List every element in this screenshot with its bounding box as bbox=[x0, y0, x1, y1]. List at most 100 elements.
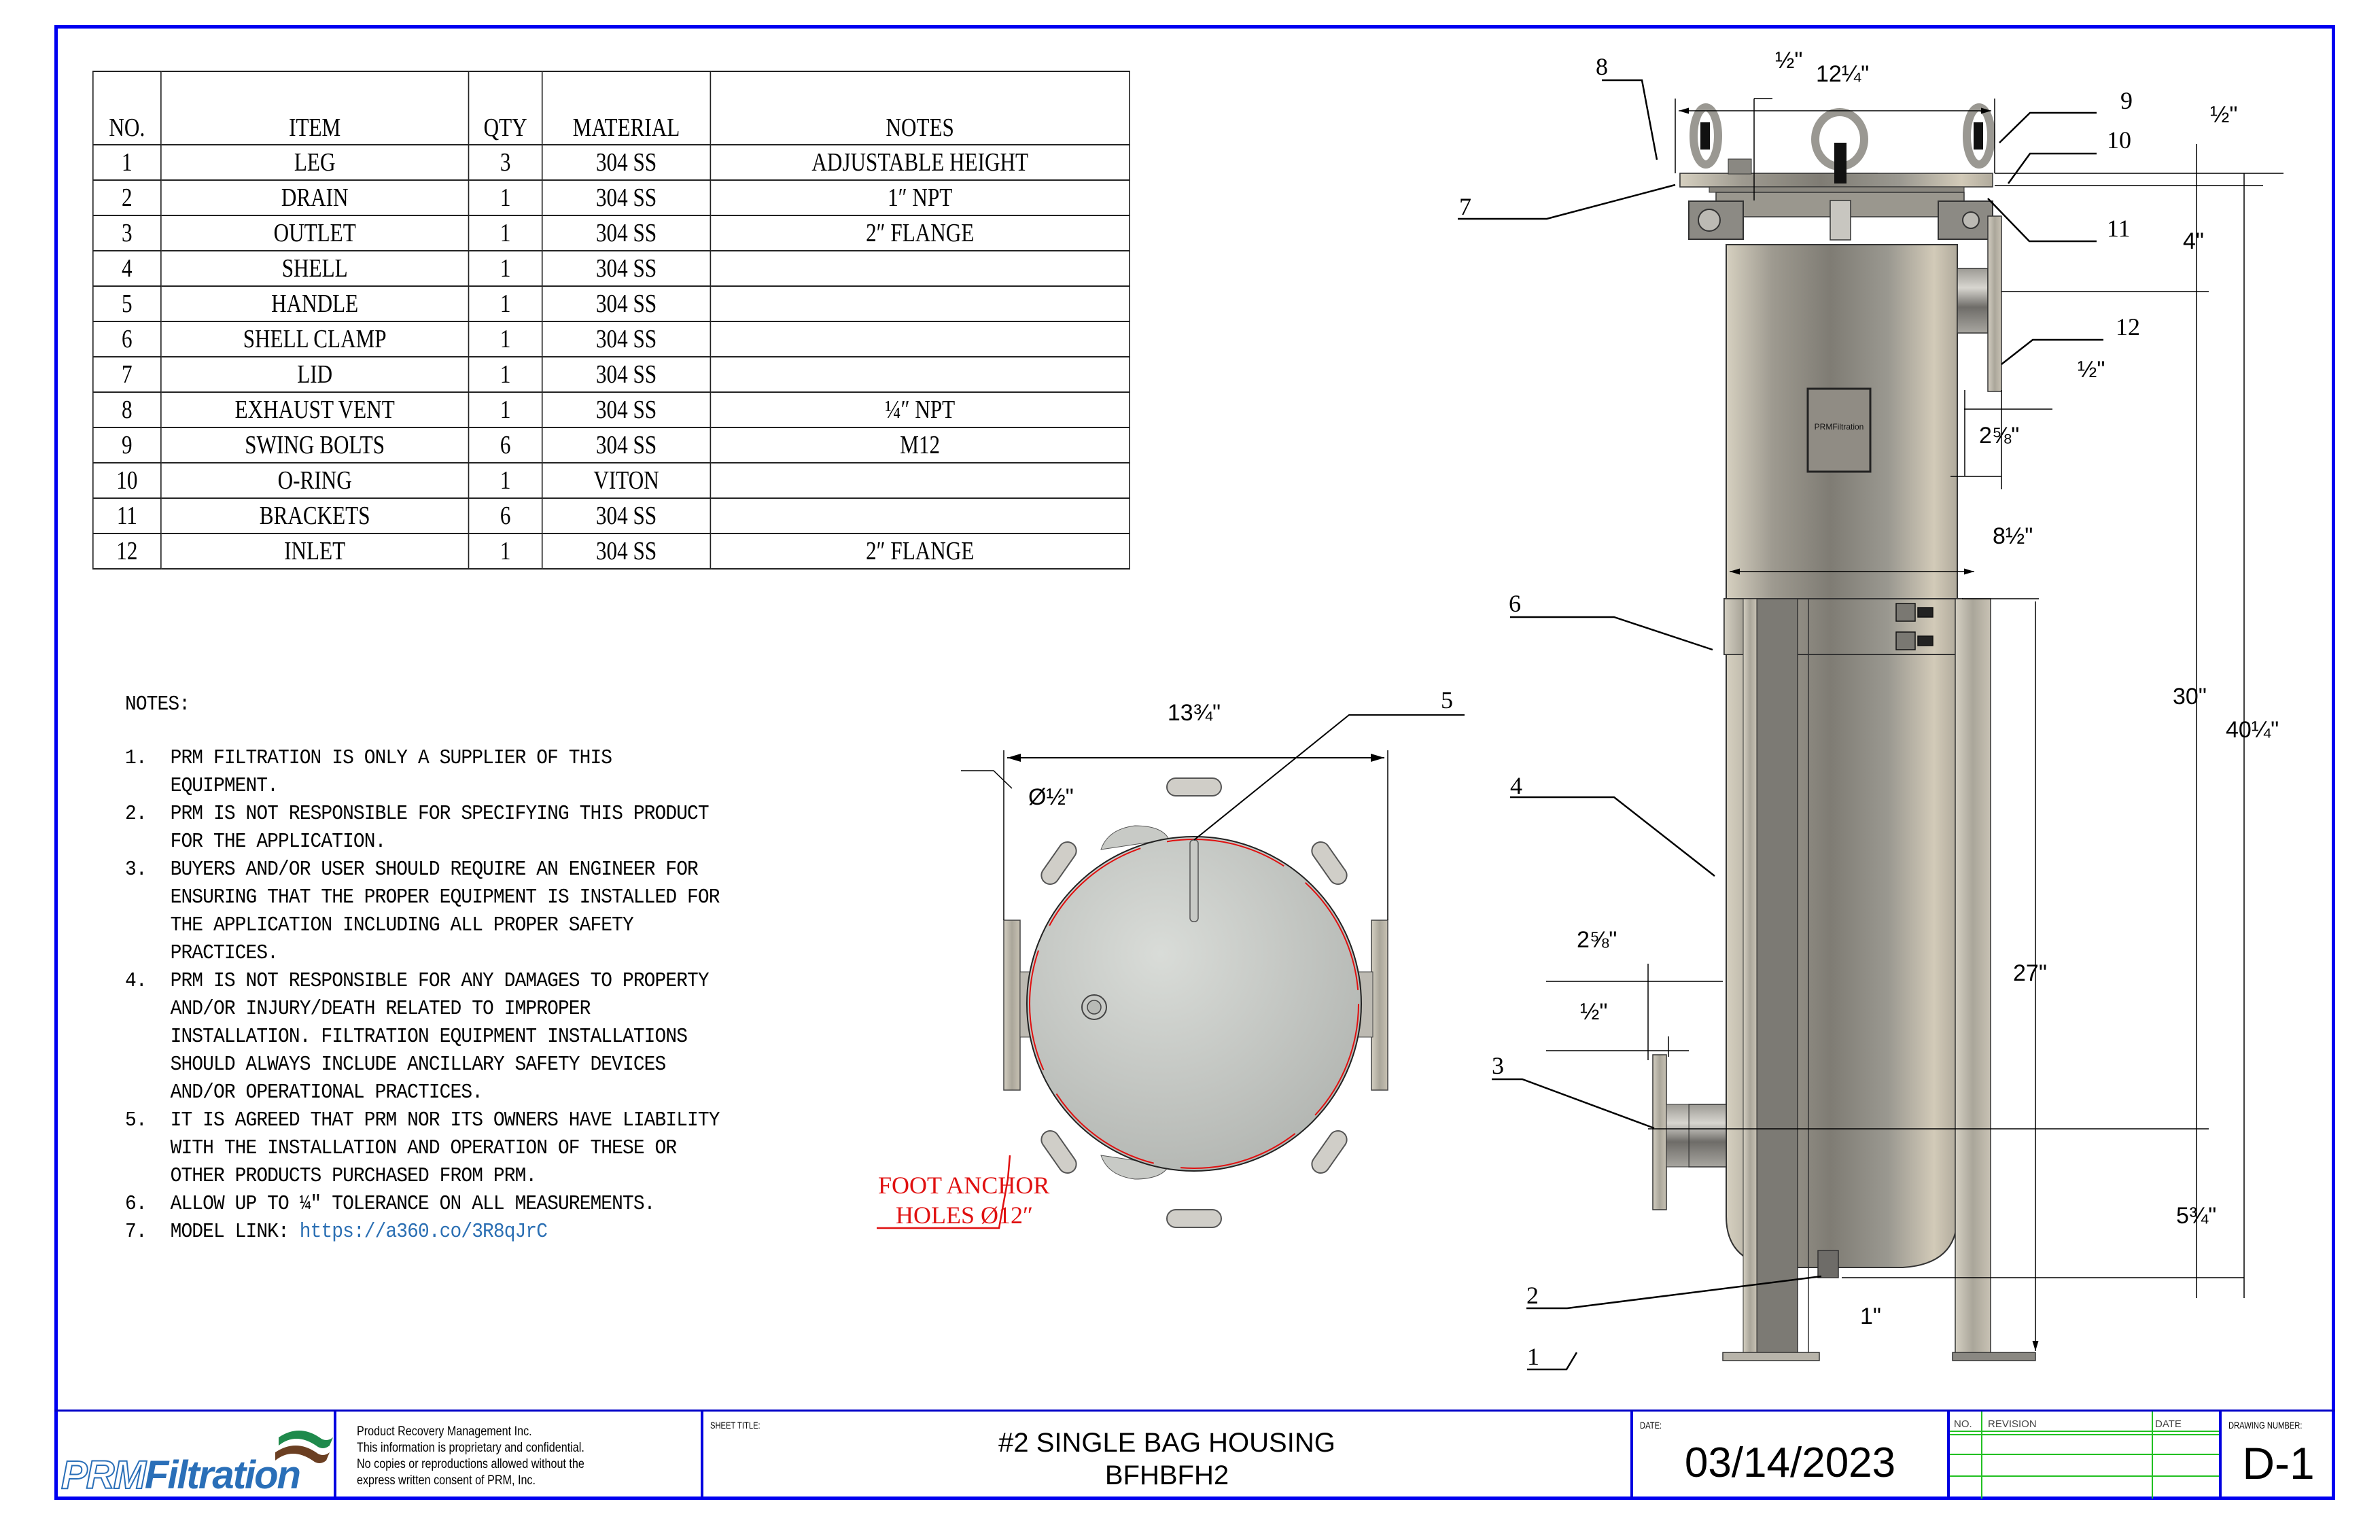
note-item: 1.PRM FILTRATION IS ONLY A SUPPLIER OF T… bbox=[125, 744, 721, 800]
rev-description-header: REVISION bbox=[1988, 1418, 2037, 1430]
confidential-line-1: This information is proprietary and conf… bbox=[357, 1441, 584, 1455]
notes-title: NOTES: bbox=[125, 693, 190, 716]
cell-notes: 1″ NPT bbox=[710, 179, 1130, 216]
cell-no: 9 bbox=[92, 427, 162, 463]
cell-no: 5 bbox=[92, 285, 162, 322]
col-header-material: MATERIAL bbox=[541, 71, 712, 145]
date-value: 03/14/2023 bbox=[1684, 1439, 1896, 1486]
sheet-title-line-1: #2 SINGLE BAG HOUSING bbox=[998, 1428, 1335, 1458]
wave-logo-icon bbox=[275, 1431, 333, 1463]
note-item: 2.PRM IS NOT RESPONSIBLE FOR SPECIFYING … bbox=[125, 800, 721, 856]
dim-overall-height: 40¼" bbox=[2226, 717, 2279, 743]
dim-lid-thickness: ½" bbox=[2210, 102, 2237, 128]
note-item: 6. ALLOW UP TO ¼″ TOLERANCE ON ALL MEASUR… bbox=[125, 1190, 721, 1218]
note-number: 6. bbox=[125, 1192, 147, 1216]
logo-cell: PRMFiltration bbox=[54, 1412, 336, 1499]
cell-notes: 2″ FLANGE bbox=[710, 215, 1130, 251]
cell-item: SHELL CLAMP bbox=[160, 321, 470, 357]
top-view: 13¾" Ø½" 5 FOOT ANCHOR HOLES Ø12″ bbox=[877, 686, 1465, 1229]
dim-leg-height: 27" bbox=[2013, 960, 2047, 986]
cell-material: 304 SS bbox=[541, 285, 712, 322]
dim-top-width: 13¾" bbox=[1168, 700, 1221, 726]
cell-material: 304 SS bbox=[541, 144, 712, 181]
cell-material: VITON bbox=[541, 462, 712, 499]
cell-no: 6 bbox=[92, 321, 162, 357]
cell-item: LID bbox=[160, 356, 470, 393]
note-number: 5. bbox=[125, 1108, 147, 1132]
col-header-no: NO. bbox=[92, 71, 162, 145]
note-item: 3.BUYERS AND/OR USER SHOULD REQUIRE AN E… bbox=[125, 856, 721, 967]
callout-5: 5 bbox=[1441, 686, 1453, 714]
callout-2: 2 bbox=[1526, 1282, 1539, 1309]
foot-anchor-note-line1: FOOT ANCHOR bbox=[878, 1172, 1049, 1199]
sheet-title-label: SHEET TITLE: bbox=[710, 1420, 760, 1431]
model-link[interactable]: https://a360.co/3R8qJrC bbox=[299, 1220, 548, 1244]
side-view: PRMFiltration bbox=[1458, 48, 2283, 1371]
callout-9: 9 bbox=[2120, 87, 2133, 114]
sheet-title-line-2: BFHBFH2 bbox=[1104, 1460, 1229, 1490]
cell-material: 304 SS bbox=[541, 356, 712, 393]
cell-item: O-RING bbox=[160, 462, 470, 499]
cell-notes: M12 bbox=[710, 427, 1130, 463]
cell-qty: 1 bbox=[468, 533, 543, 570]
cell-item: BRACKETS bbox=[160, 497, 470, 534]
cell-qty: 1 bbox=[468, 179, 543, 216]
drawing-number-label: DRAWING NUMBER: bbox=[2228, 1420, 2303, 1431]
rev-no-header: NO. bbox=[1954, 1418, 1972, 1430]
cell-notes bbox=[710, 497, 1130, 534]
cell-qty: 1 bbox=[468, 462, 543, 499]
date-cell: DATE: 03/14/2023 bbox=[1633, 1412, 1950, 1499]
col-header-notes: NOTES bbox=[710, 71, 1130, 145]
callout-7: 7 bbox=[1459, 193, 1471, 220]
drawing-number: D-1 bbox=[2242, 1438, 2315, 1488]
cell-no: 10 bbox=[92, 462, 162, 499]
cell-notes: ¼″ NPT bbox=[710, 391, 1130, 428]
cell-no: 11 bbox=[92, 497, 162, 534]
cell-no: 3 bbox=[92, 215, 162, 251]
dim-shell-diameter: 8½" bbox=[1993, 523, 2033, 549]
note-text: ALLOW UP TO ¼″ TOLERANCE ON ALL MEASUREM… bbox=[170, 1192, 656, 1216]
cell-material: 304 SS bbox=[541, 250, 712, 287]
col-header-item: ITEM bbox=[160, 71, 470, 145]
cell-material: 304 SS bbox=[541, 179, 712, 216]
cell-notes bbox=[710, 285, 1130, 322]
dim-outlet-flange-thickness: ½" bbox=[1580, 999, 1607, 1025]
note-text: MODEL LINK: bbox=[170, 1220, 300, 1244]
note-number: 1. bbox=[125, 746, 147, 770]
cell-material: 304 SS bbox=[541, 391, 712, 428]
cell-material: 304 SS bbox=[541, 533, 712, 570]
note-text: BUYERS AND/OR USER SHOULD REQUIRE AN ENG… bbox=[170, 858, 720, 965]
prm-filtration-logo: PRMFiltration bbox=[60, 1452, 301, 1498]
callout-8: 8 bbox=[1596, 53, 1608, 80]
cell-notes bbox=[710, 250, 1130, 287]
callout-1: 1 bbox=[1527, 1343, 1539, 1370]
callout-3: 3 bbox=[1492, 1052, 1504, 1079]
note-text: PRM IS NOT RESPONSIBLE FOR SPECIFYING TH… bbox=[170, 802, 710, 854]
cell-no: 8 bbox=[92, 391, 162, 428]
cell-notes bbox=[710, 462, 1130, 499]
note-number: 4. bbox=[125, 969, 147, 993]
sheet-title-cell: SHEET TITLE: #2 SINGLE BAG HOUSING BFHBF… bbox=[703, 1412, 1633, 1499]
callout-12: 12 bbox=[2116, 313, 2140, 340]
confidentiality-cell: Product Recovery Management Inc. This in… bbox=[336, 1412, 703, 1499]
cell-notes bbox=[710, 321, 1130, 357]
dim-top-to-outlet: 30" bbox=[2173, 684, 2207, 710]
cell-notes: ADJUSTABLE HEIGHT bbox=[710, 144, 1130, 181]
cell-qty: 1 bbox=[468, 215, 543, 251]
nameplate-text: PRMFiltration bbox=[1815, 422, 1864, 432]
title-block: PRMFiltration Product Recovery Managemen… bbox=[54, 1410, 2335, 1502]
dim-outlet-projection: 2⅝" bbox=[1577, 927, 1617, 953]
dim-drain-length: 1" bbox=[1860, 1303, 1881, 1329]
cell-item: SHELL bbox=[160, 250, 470, 287]
foot-anchor-note-line2: HOLES Ø12″ bbox=[896, 1202, 1033, 1229]
cell-no: 12 bbox=[92, 533, 162, 570]
